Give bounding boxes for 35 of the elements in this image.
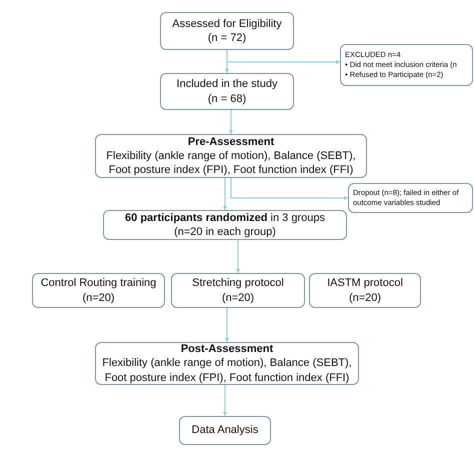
arrow bbox=[226, 50, 340, 64]
box-text: (n=20 in each group) bbox=[174, 225, 276, 240]
box-text: (n=20) bbox=[222, 290, 254, 305]
box-text: Included in the study bbox=[176, 77, 278, 92]
box-text: Assessed for Eligibility bbox=[172, 16, 282, 31]
box-text: 60 participants randomized in 3 groups bbox=[125, 210, 325, 225]
box-text: Data Analysis bbox=[192, 423, 258, 438]
box-heading: Pre-Assessment bbox=[188, 134, 274, 149]
arrow bbox=[230, 178, 348, 200]
process-box bbox=[160, 12, 294, 50]
arrow bbox=[223, 178, 227, 210]
arrow bbox=[236, 240, 240, 274]
process-box bbox=[309, 273, 421, 308]
process-box bbox=[348, 183, 473, 213]
box-text: (n = 68) bbox=[208, 92, 246, 106]
process-box bbox=[32, 273, 165, 308]
box-heading: Post-Assessment bbox=[180, 342, 274, 356]
box-text: (n = 72) bbox=[208, 31, 246, 46]
process-box bbox=[95, 342, 359, 385]
box-text: Control Routing training bbox=[40, 276, 156, 290]
process-box bbox=[103, 210, 347, 240]
box-text: (n=20) bbox=[348, 290, 382, 305]
process-box bbox=[179, 416, 271, 445]
arrow bbox=[223, 384, 227, 416]
arrow bbox=[225, 308, 229, 342]
process-box bbox=[171, 273, 305, 308]
process-box bbox=[95, 134, 367, 178]
box-text: IASTM protocol bbox=[327, 276, 403, 290]
process-box bbox=[340, 44, 473, 86]
box-text: Flexibility (ankle range of motion), Balance (SEBT), Foot posture index (FPI), Foot function index (FFI) bbox=[101, 356, 353, 385]
arrow bbox=[229, 110, 233, 134]
box-text: Stretching protocol bbox=[192, 276, 284, 290]
box-text: Flexibility (ankle range of motion), Balance (SEBT), Foot posture index (FPI), Foot function index (FFI) bbox=[105, 148, 357, 178]
process-box bbox=[160, 73, 294, 110]
box-text: (n=20) bbox=[82, 290, 115, 305]
